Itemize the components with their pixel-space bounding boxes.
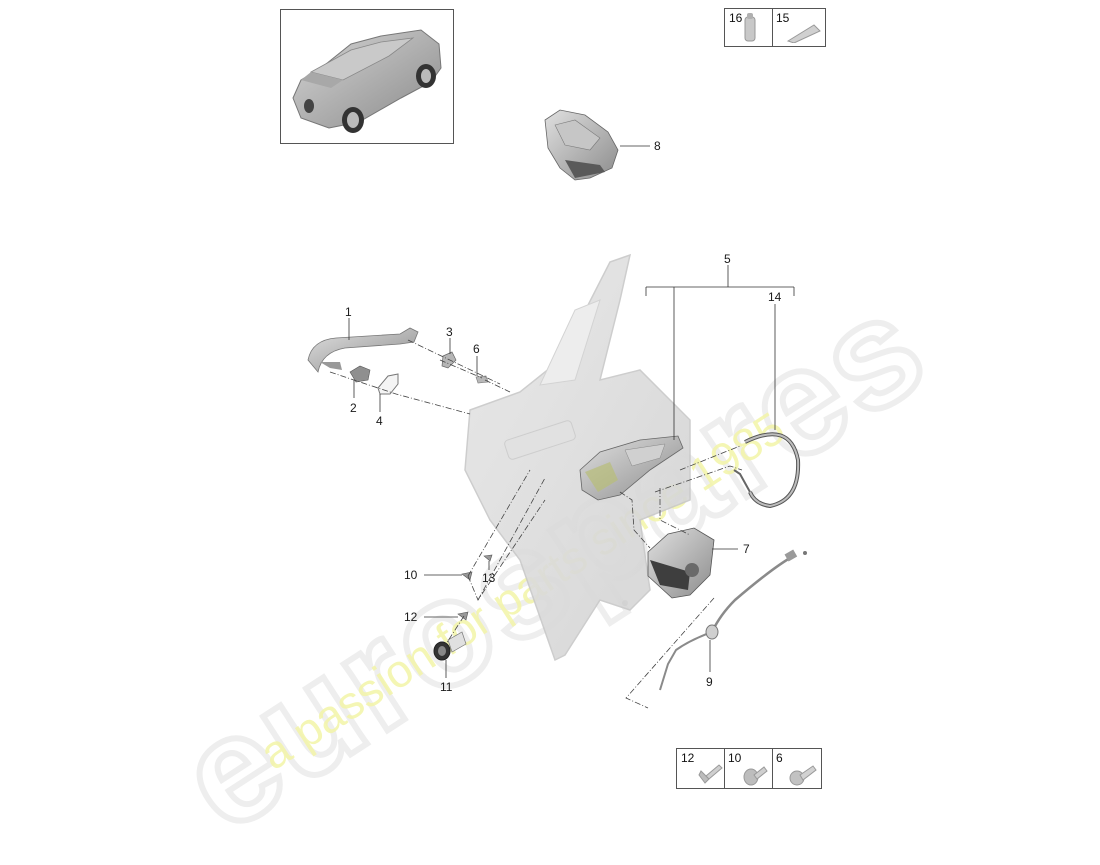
screw-part-10 (461, 571, 473, 581)
legend-number: 12 (681, 751, 695, 765)
legend-cell: 6 (772, 749, 820, 788)
callout-6[interactable]: 6 (473, 342, 480, 356)
door-lock-assembly-part (579, 435, 684, 501)
vehicle-thumbnail (280, 9, 454, 144)
lock-module-part (544, 109, 619, 181)
legend-cell: 12 (677, 749, 725, 788)
bowden-cable-part (733, 432, 801, 509)
callout-4[interactable]: 4 (376, 414, 383, 428)
flange-screw-icon (743, 766, 768, 786)
legend-cell: 15 (772, 9, 824, 46)
callout-14[interactable]: 14 (768, 290, 782, 304)
callout-11[interactable]: 11 (440, 680, 453, 694)
door-handle-part (307, 327, 419, 373)
door-lock-actuator-part (647, 527, 715, 599)
gasket-part (377, 373, 399, 395)
exploded-view-drawing (307, 109, 807, 709)
legend-number: 16 (729, 11, 743, 25)
callout-7[interactable]: 7 (743, 542, 750, 556)
callout-12[interactable]: 12 (404, 610, 418, 624)
legend-consumables: 16 15 (724, 8, 826, 47)
screw-part-6 (475, 375, 489, 384)
legend-cell: 10 (724, 749, 773, 788)
screw-part-13 (483, 554, 493, 562)
callout-8[interactable]: 8 (654, 139, 661, 153)
assembly-lines (329, 339, 743, 709)
countersunk-screw-icon (698, 764, 723, 784)
callout-2[interactable]: 2 (350, 401, 357, 415)
door-panel (464, 253, 691, 662)
callout-10[interactable]: 10 (404, 568, 418, 582)
handle-carrier-part (433, 631, 467, 661)
legend-number: 10 (728, 751, 742, 765)
screw-part-12 (457, 611, 469, 621)
sealant-tube-icon (744, 13, 756, 42)
legend-screws: 12 10 6 (676, 748, 822, 789)
legend-number: 6 (776, 751, 783, 765)
release-cable-part (659, 549, 807, 691)
leader-lines (348, 145, 795, 678)
callout-1[interactable]: 1 (345, 305, 352, 319)
legend-number: 15 (776, 11, 790, 25)
grease-tube-icon (786, 24, 821, 43)
callout-5[interactable]: 5 (724, 252, 731, 266)
callout-3[interactable]: 3 (446, 325, 453, 339)
suv-car-icon (292, 29, 442, 133)
pan-head-screw-icon (789, 765, 817, 786)
callout-9[interactable]: 9 (706, 675, 713, 689)
callout-13[interactable]: 13 (482, 571, 496, 585)
legend-cell: 16 (725, 9, 773, 46)
